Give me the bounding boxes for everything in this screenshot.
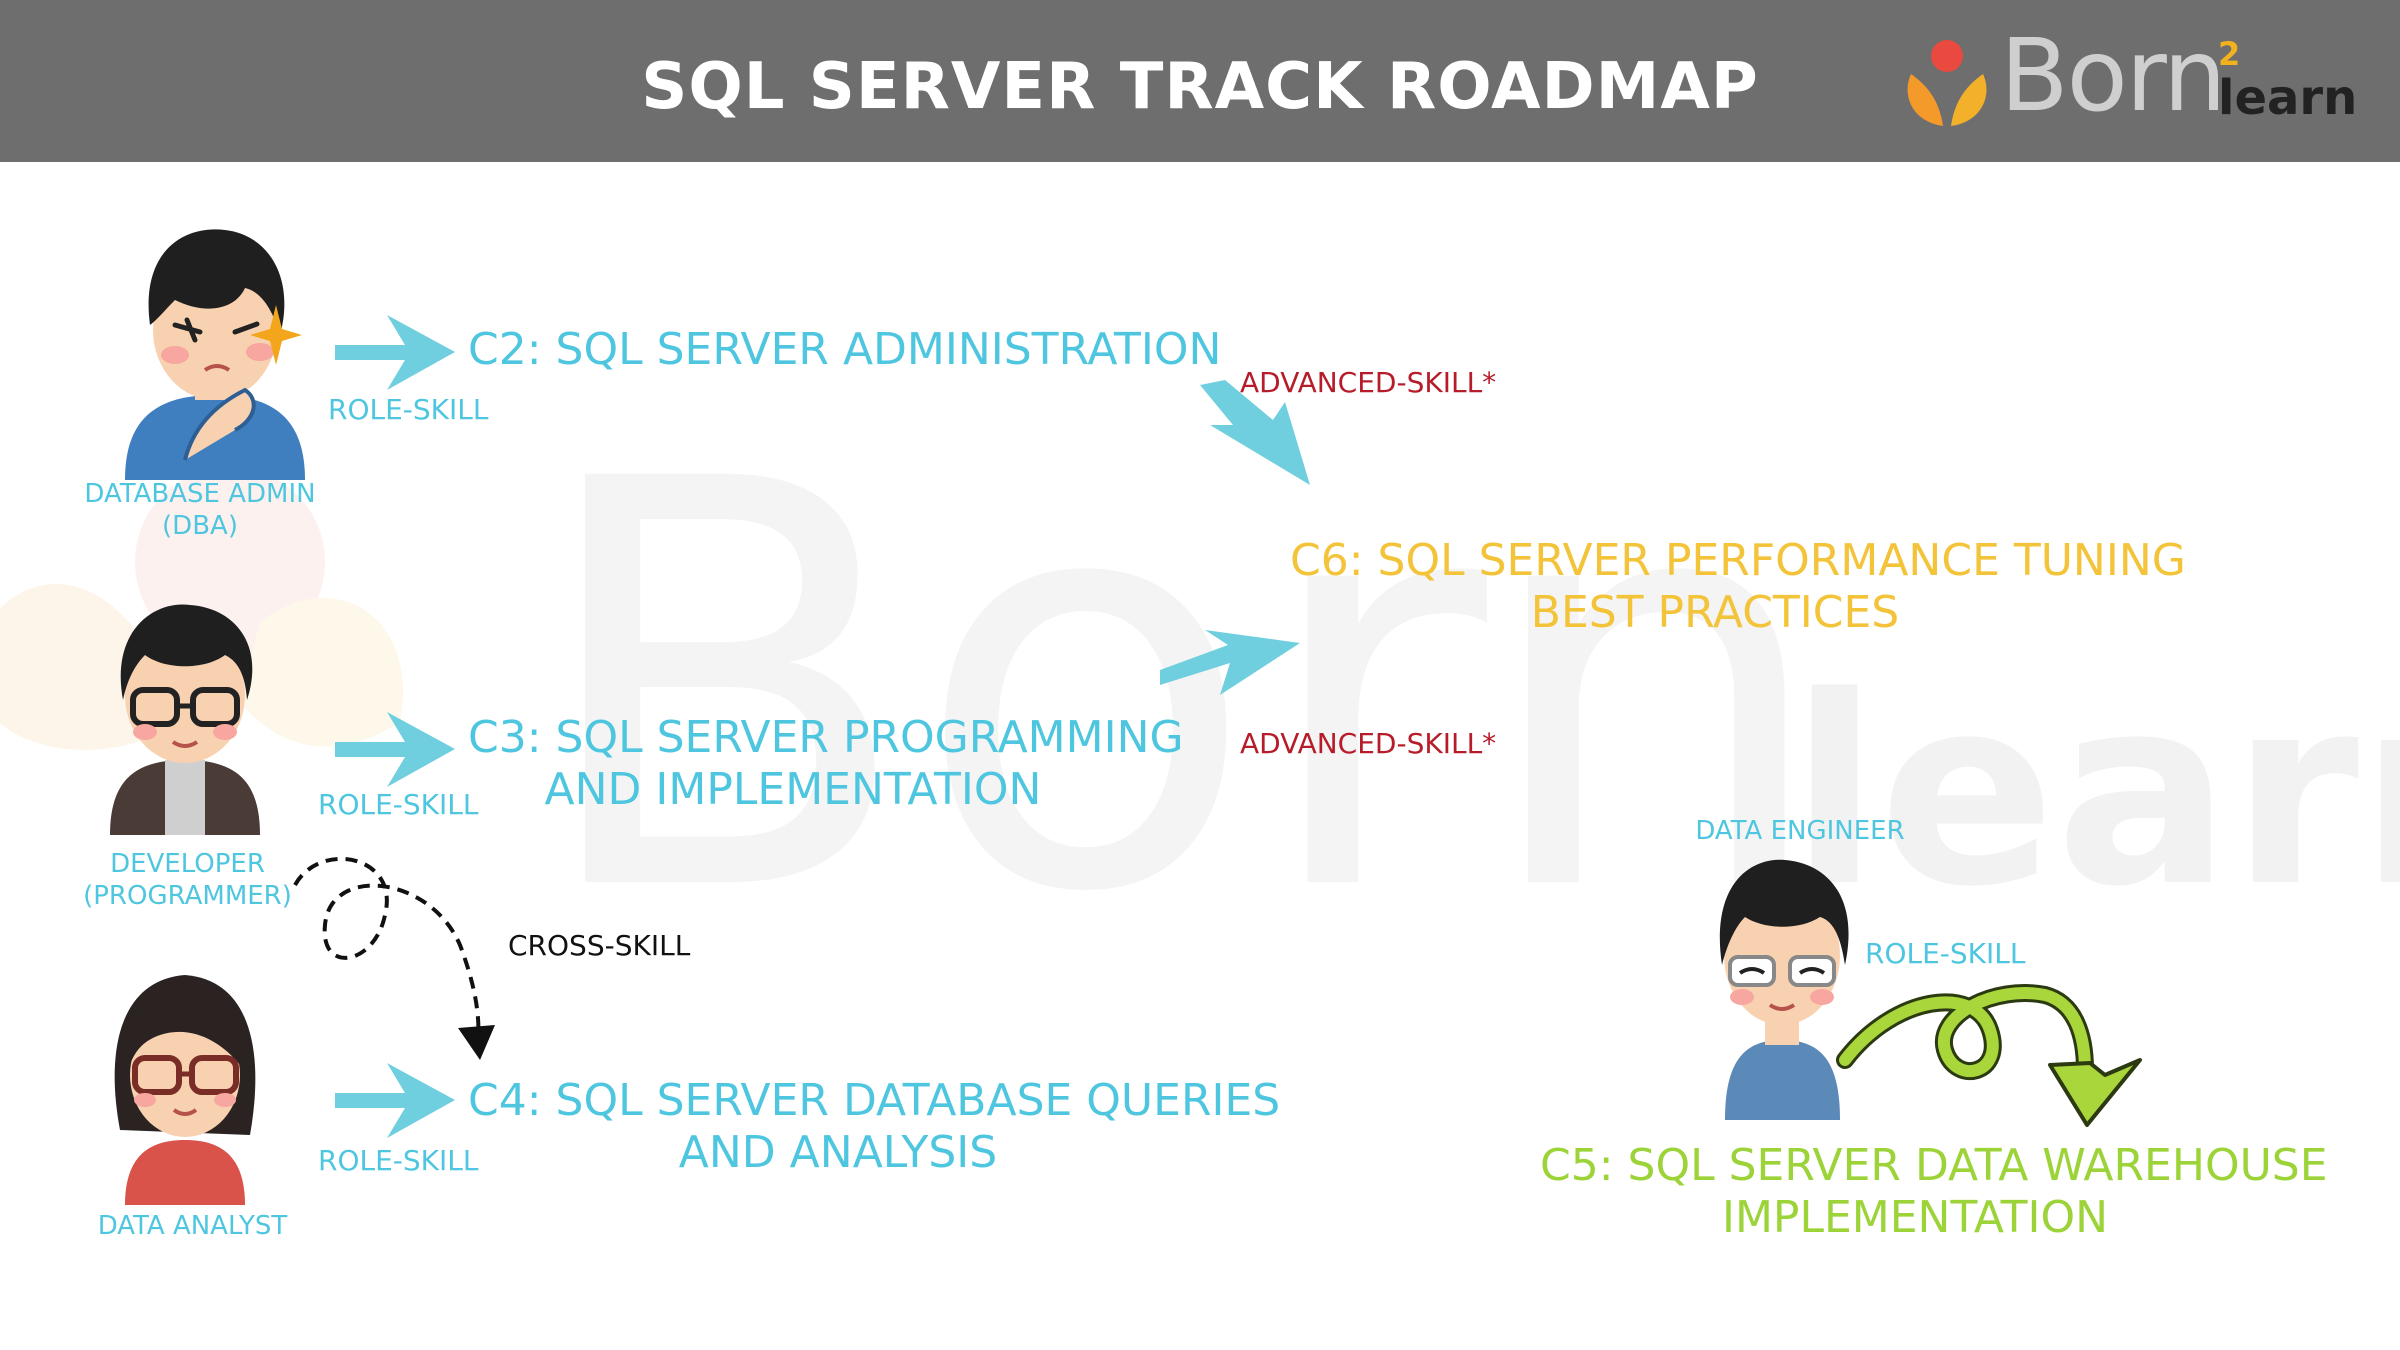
course-c2-line1: C2: SQL SERVER ADMINISTRATION [468, 324, 1222, 375]
role-skill-label-c4: ROLE-SKILL [318, 1144, 479, 1177]
analyst-role-label: DATA ANALYST [80, 1210, 305, 1242]
course-c6-line1: C6: SQL SERVER PERFORMANCE TUNING [1290, 535, 2186, 586]
role-skill-label-c2: ROLE-SKILL [328, 393, 489, 426]
developer-role-label: DEVELOPER (PROGRAMMER) [65, 848, 310, 912]
header-bar: SQL SERVER TRACK ROADMAP Born 2 learn [0, 0, 2400, 162]
developer-label-line1: DEVELOPER [110, 849, 265, 879]
course-c5-line2: IMPLEMENTATION [1721, 1192, 2108, 1243]
course-c3: C3: SQL SERVER PROGRAMMING AND IMPLEMENT… [468, 712, 1184, 816]
cross-skill-label: CROSS-SKILL [508, 929, 691, 962]
engineer-avatar [1719, 859, 1849, 1120]
analyst-avatar [114, 975, 256, 1205]
dba-label-line2: (DBA) [162, 511, 238, 541]
sparkle-icon [250, 305, 302, 365]
course-c4-line1: C4: SQL SERVER DATABASE QUERIES [468, 1075, 1281, 1126]
role-skill-label-c5: ROLE-SKILL [1865, 937, 2026, 970]
analyst-label-line1: DATA ANALYST [97, 1211, 288, 1241]
course-c3-line2: AND IMPLEMENTATION [544, 764, 1042, 815]
developer-label-line2: (PROGRAMMER) [83, 881, 292, 911]
dba-label-line1: DATABASE ADMIN [84, 479, 316, 509]
dba-avatar [125, 229, 305, 480]
course-c3-line1: C3: SQL SERVER PROGRAMMING [468, 712, 1184, 763]
engineer-label-line1: DATA ENGINEER [1695, 816, 1905, 846]
logo-superscript: 2 [2218, 35, 2241, 73]
advanced-skill-arrow-from-c2 [1200, 380, 1310, 485]
advanced-skill-label-bottom: ADVANCED-SKILL* [1240, 727, 1497, 760]
role-skill-arrow-c4 [335, 1063, 455, 1138]
engineer-role-label: DATA ENGINEER [1690, 815, 1910, 847]
role-skill-arrow-c5 [1836, 984, 2142, 1127]
course-c6: C6: SQL SERVER PERFORMANCE TUNING BEST P… [1290, 535, 2186, 639]
page-title: SQL SERVER TRACK ROADMAP [641, 50, 1759, 124]
logo-flower-icon [1907, 40, 1987, 126]
role-skill-arrow-c2 [335, 315, 455, 390]
advanced-skill-arrow-from-c3 [1160, 630, 1300, 695]
watermark-learn: learn [1790, 642, 2400, 944]
developer-avatar [110, 604, 260, 835]
role-skill-arrow-c3 [335, 712, 455, 787]
dba-role-label: DATABASE ADMIN (DBA) [80, 478, 320, 542]
course-c6-line2: BEST PRACTICES [1530, 587, 1900, 638]
born2learn-logo: Born 2 learn [1895, 26, 2358, 134]
logo-learn-text: learn [2218, 70, 2358, 126]
course-c5: C5: SQL SERVER DATA WAREHOUSE IMPLEMENTA… [1540, 1140, 2328, 1244]
course-c5-line1: C5: SQL SERVER DATA WAREHOUSE [1540, 1140, 2328, 1191]
course-c4-line2: AND ANALYSIS [678, 1127, 998, 1178]
role-skill-label-c3: ROLE-SKILL [318, 788, 479, 821]
logo-born-text: Born [2000, 17, 2227, 134]
course-c4: C4: SQL SERVER DATABASE QUERIES AND ANAL… [468, 1075, 1281, 1179]
cross-skill-arrow [293, 857, 495, 1060]
advanced-skill-label-top: ADVANCED-SKILL* [1240, 366, 1497, 399]
course-c2: C2: SQL SERVER ADMINISTRATION [468, 324, 1221, 376]
